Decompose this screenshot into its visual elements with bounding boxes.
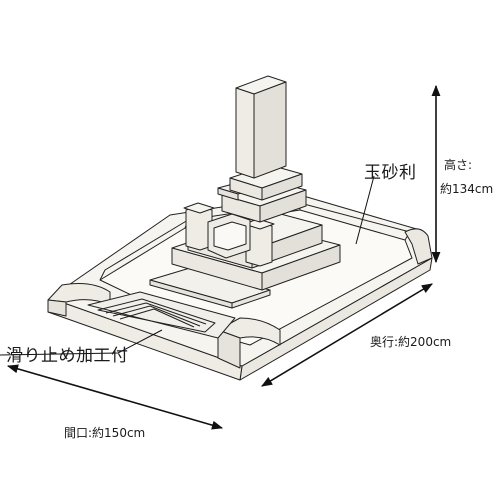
height-label: 高さ: xyxy=(444,158,473,172)
main-tombstone xyxy=(235,75,287,179)
width-arrow xyxy=(6,364,224,430)
nonslip-leader xyxy=(0,329,163,356)
monument-stone-base xyxy=(229,164,303,201)
depth-arrow xyxy=(261,283,433,387)
gravel-leader xyxy=(355,175,375,245)
offering-stand xyxy=(183,202,275,267)
nonslip-label: 滑り止め加工付 xyxy=(6,346,129,366)
width-label: 間口:約150cm xyxy=(64,426,146,440)
gravel-label: 玉砂利 xyxy=(364,163,417,183)
depth-label: 奥行:約200cm xyxy=(370,335,452,349)
height-value: 約134cm xyxy=(440,182,494,196)
